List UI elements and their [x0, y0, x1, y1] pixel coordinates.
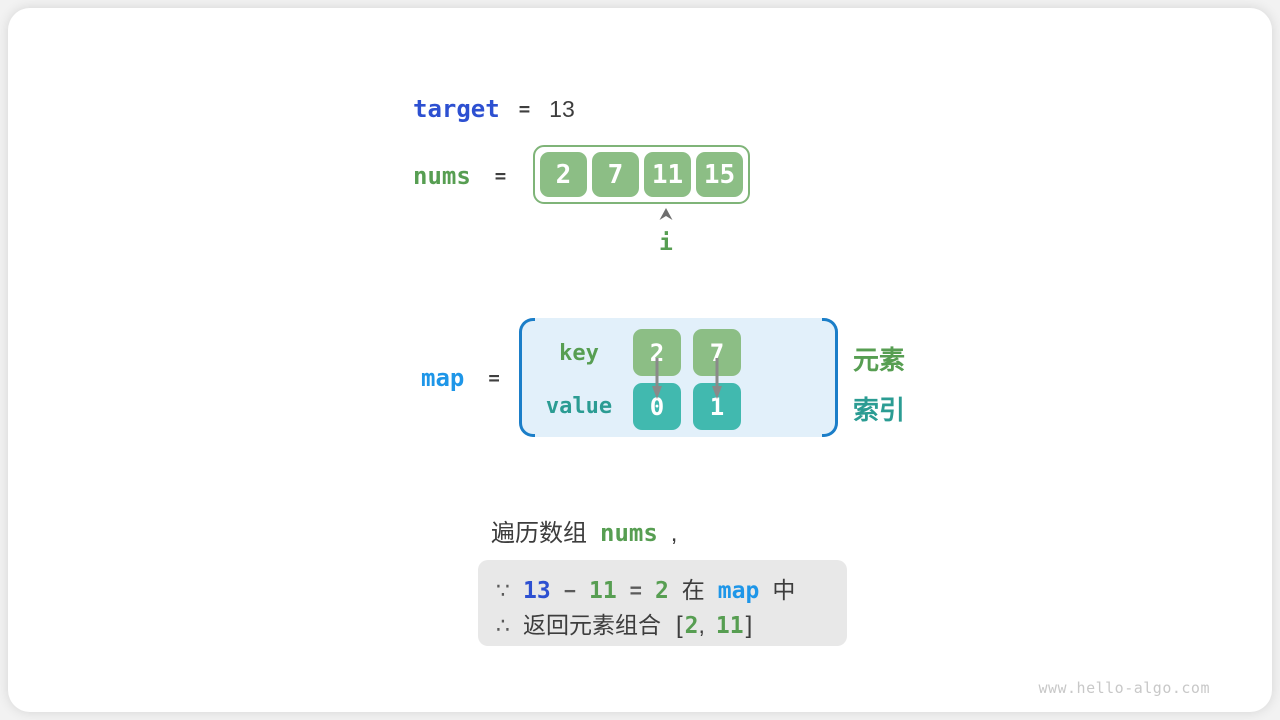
- note-line-2: ∴ 返回元素组合 [ 2 , 11 ]: [496, 606, 847, 640]
- nums-array-cell: 15: [696, 152, 743, 197]
- nums-label-line: nums =: [413, 161, 506, 191]
- nums-array: 2 7 11 15: [533, 145, 750, 204]
- key-to-value-arrow-icon: [712, 358, 722, 399]
- nums-array-cell: 2: [540, 152, 587, 197]
- target-line: target = 13: [413, 94, 575, 124]
- map-key-row-label: key: [559, 341, 599, 366]
- because-symbol: ∵: [496, 578, 510, 603]
- result-second-value: 11: [715, 613, 744, 639]
- pointer-label: i: [659, 230, 673, 256]
- caption-comma: ,: [670, 520, 678, 547]
- result-first-value: 2: [684, 613, 699, 639]
- map-equals: =: [488, 367, 500, 389]
- pointer-up-arrow-icon: [659, 208, 673, 220]
- element-side-label: 元素: [853, 345, 906, 375]
- nums-array-cell: 11: [644, 152, 691, 197]
- right-bracket: ]: [745, 612, 753, 639]
- target-equals: =: [518, 98, 531, 120]
- map-key-cell: 2: [633, 329, 681, 376]
- note-zai-text: 在: [681, 577, 705, 603]
- nums-equals: =: [494, 165, 507, 187]
- map-label-line: map =: [421, 363, 500, 393]
- result-pair: [ 2 , 11 ]: [674, 612, 754, 640]
- map-left-bracket: [519, 318, 535, 437]
- index-side-label: 索引: [853, 395, 906, 425]
- nums-array-cell: 7: [592, 152, 639, 197]
- note-zhong-text: 中: [772, 577, 796, 603]
- note-return-text: 返回元素组合: [523, 612, 661, 638]
- note-current-value: 11: [588, 578, 617, 604]
- note-complement-value: 2: [654, 578, 669, 604]
- map-container: key value 2 7 0 1: [519, 318, 838, 437]
- target-keyword: target: [413, 95, 500, 123]
- note-target-value: 13: [523, 578, 551, 604]
- result-comma: ,: [698, 612, 705, 638]
- minus-operator: −: [563, 580, 576, 603]
- map-right-bracket: [822, 318, 838, 437]
- note-line-1: ∵ 13 − 11 = 2 在 map 中: [496, 571, 847, 604]
- equals-operator: =: [629, 580, 642, 603]
- note-box: ∵ 13 − 11 = 2 在 map 中 ∴ 返回元素组合 [ 2 , 11 …: [478, 560, 847, 646]
- key-to-value-arrow-icon: [652, 358, 662, 399]
- caption-text: 遍历数组: [491, 520, 587, 547]
- map-keyword: map: [421, 364, 465, 392]
- note-map-code: map: [717, 578, 760, 604]
- caption-line: 遍历数组 nums ,: [491, 513, 677, 548]
- watermark: www.hello-algo.com: [1038, 679, 1210, 697]
- left-bracket: [: [676, 612, 683, 639]
- target-value: 13: [549, 95, 575, 122]
- nums-keyword: nums: [413, 162, 471, 190]
- therefore-symbol: ∴: [496, 613, 510, 638]
- caption-nums-code: nums: [600, 519, 658, 547]
- map-value-row-label: value: [545, 394, 613, 419]
